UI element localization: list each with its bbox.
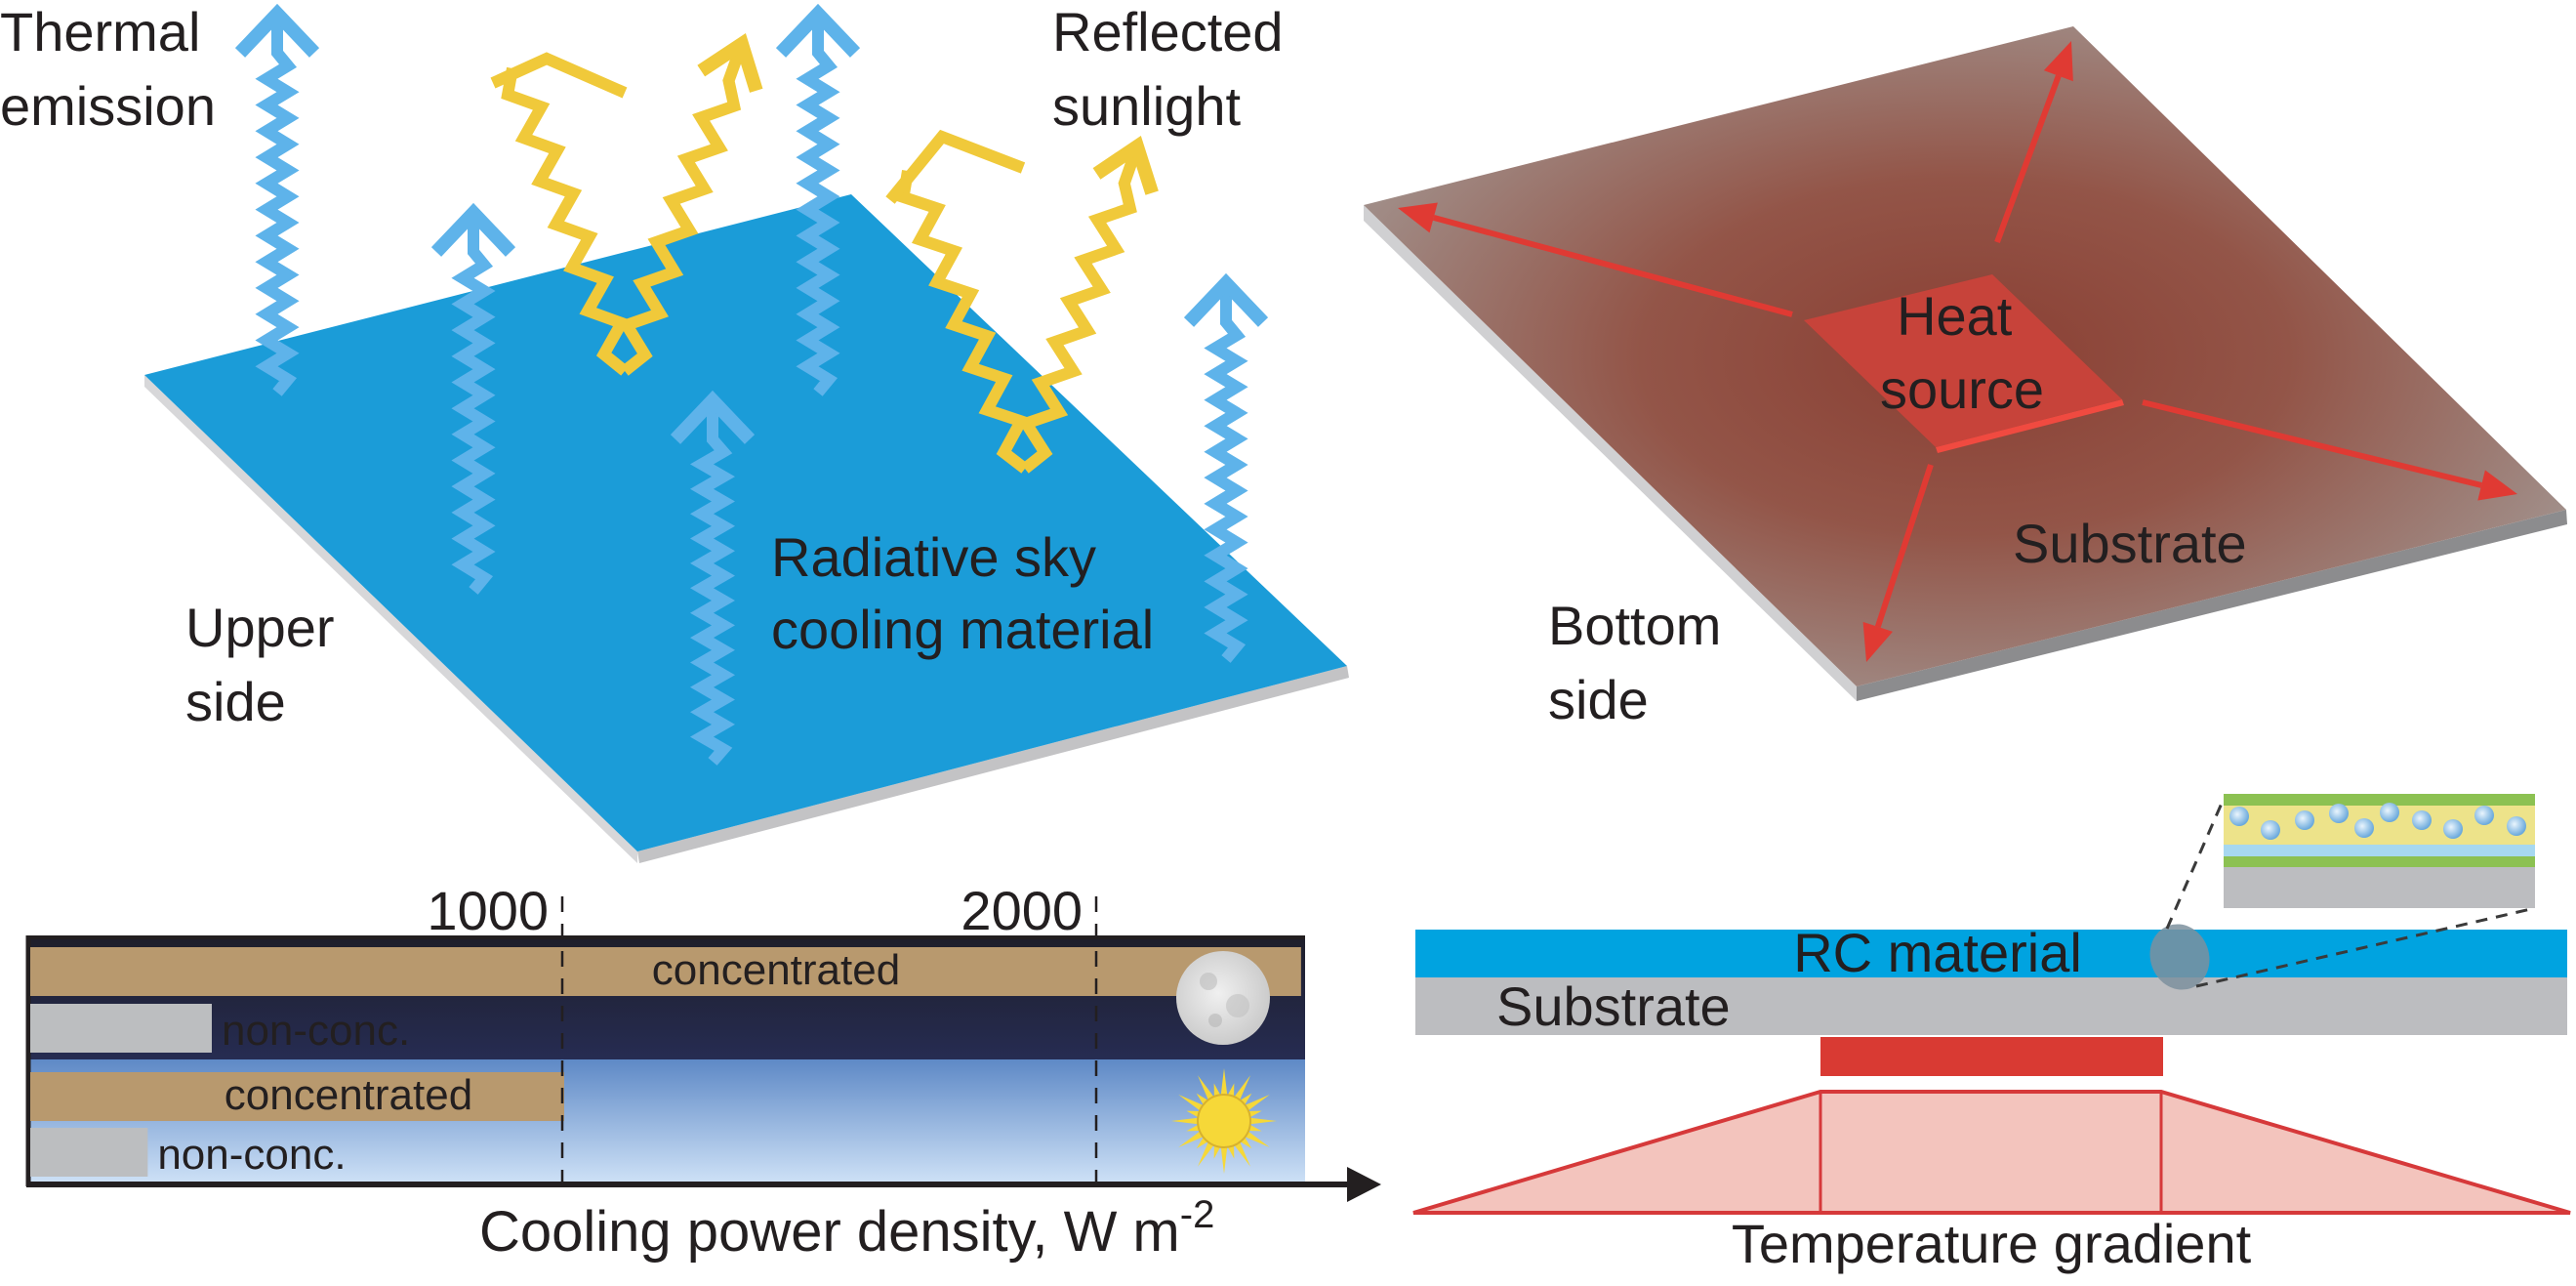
incoming-sunlight-ray xyxy=(501,66,631,376)
thermal-ray xyxy=(451,213,496,595)
heater-block xyxy=(1820,1037,2163,1076)
rc-material-plate xyxy=(144,194,1347,851)
thermal-ray-head-icon xyxy=(1183,272,1269,327)
thermal-ray-head-icon xyxy=(430,202,516,257)
thermal-emission-rays xyxy=(234,3,1269,766)
reflected-sunlight-rays xyxy=(490,33,1159,474)
heat-arrow-right xyxy=(2142,399,2482,488)
heat-arrow-left xyxy=(1432,215,1793,317)
x-axis-arrowhead-icon xyxy=(1347,1167,1381,1202)
cross-substrate-label: Substrate xyxy=(1496,975,1731,1037)
reflected-sunlight-label: Reflected sunlight xyxy=(1052,1,1298,137)
particle-bead xyxy=(2229,807,2249,826)
heat-arrow-down-head-icon xyxy=(1862,621,1894,662)
bar-day-concentrated xyxy=(30,1072,564,1121)
substrate-plate-edge-left xyxy=(1364,205,1857,701)
material-label: Radiative sky cooling material xyxy=(771,526,1154,660)
particle-bead xyxy=(2380,803,2399,822)
heat-source xyxy=(1804,274,2122,447)
magnified-region-marker xyxy=(2149,924,2210,990)
sunlight-ray-head-icon xyxy=(1092,135,1159,195)
heat-source-edge xyxy=(1936,399,2124,453)
heat-arrow-left-head-icon xyxy=(1398,202,1438,233)
bar-label-day-non-conc: non-conc. xyxy=(157,1131,346,1179)
bottom-side-panel: Heat source Substrate Bottom side xyxy=(1364,26,2567,730)
particle-bead xyxy=(2295,810,2314,830)
sun-rays-icon xyxy=(1171,1068,1277,1174)
heat-spread-arrows xyxy=(1398,41,2517,662)
heat-arrow-down xyxy=(1874,464,1934,628)
sunlight-chevron-icon xyxy=(885,129,1026,204)
incoming-sunlight-ray xyxy=(896,170,1030,474)
bar-night-concentrated xyxy=(30,947,1301,996)
bar-night-non-conc xyxy=(30,1004,212,1053)
particle-bead xyxy=(2412,810,2432,830)
thermal-ray xyxy=(796,14,840,396)
particle-bead xyxy=(2261,820,2280,840)
sunlight-ray xyxy=(617,41,748,376)
temperature-gradient-label: Temperature gradient xyxy=(1732,1213,2252,1274)
upper-side-panel: Thermal emission Reflected sunlight Radi… xyxy=(0,1,1349,863)
heat-source-label: Heat source xyxy=(1880,285,2044,420)
substrate-label: Substrate xyxy=(2013,513,2247,574)
cross-section-panel: RC material Substrate Temperature gradie… xyxy=(1412,794,2571,1274)
upper-side-label: Upper side xyxy=(185,597,349,732)
particle-bead xyxy=(2329,804,2349,823)
bar-day-non-conc xyxy=(30,1128,148,1177)
heat-arrow-up xyxy=(1994,74,2062,244)
x-tick-label-2000: 2000 xyxy=(961,880,1083,941)
bar-label-night-concentrated: concentrated xyxy=(652,946,900,994)
thermal-ray-head-icon xyxy=(234,3,320,58)
material-inset xyxy=(2224,794,2535,908)
rc-material-label: RC material xyxy=(1793,922,2082,983)
x-axis-title: Cooling power density, W m-2 xyxy=(479,1193,1214,1264)
substrate-layer xyxy=(1415,977,2567,1035)
temperature-gradient-shape xyxy=(1412,1090,2571,1215)
thermal-ray xyxy=(255,14,300,396)
sunlight-chevron-icon xyxy=(490,52,628,99)
moon-icon xyxy=(1176,951,1270,1045)
thermal-ray-head-icon xyxy=(670,390,756,444)
plate-edge xyxy=(144,375,637,863)
x-tick-label-1000: 1000 xyxy=(427,880,549,941)
thermal-ray xyxy=(689,400,736,766)
bar-label-day-concentrated: concentrated xyxy=(225,1071,472,1119)
bottom-side-label: Bottom side xyxy=(1548,595,1737,730)
particle-beads xyxy=(2229,803,2526,840)
particle-bead xyxy=(2507,816,2526,836)
substrate-plate-edge-front xyxy=(1857,510,2567,701)
bar-label-night-non-conc: non-conc. xyxy=(222,1007,410,1055)
thermal-ray xyxy=(1204,283,1248,663)
thermal-emission-label: Thermal emission xyxy=(0,1,216,137)
sun-icon xyxy=(1171,1068,1277,1174)
heat-arrow-up-head-icon xyxy=(2043,41,2073,82)
cooling-power-chart: concentrated non-conc. concentrated non-con… xyxy=(25,880,1381,1264)
plate-edge-front xyxy=(637,666,1349,863)
zoom-line-top xyxy=(2165,798,2226,930)
sunlight-ray-head-icon xyxy=(697,33,763,93)
particle-bead xyxy=(2443,819,2463,839)
sunlight-ray xyxy=(1017,145,1143,474)
rc-material-layer xyxy=(1415,930,2567,977)
zoom-line-bottom xyxy=(2195,906,2536,988)
heat-arrow-right-head-icon xyxy=(2477,470,2517,501)
particle-bead xyxy=(2354,818,2374,838)
thermal-ray-head-icon xyxy=(775,3,861,58)
particle-bead xyxy=(2474,806,2494,825)
